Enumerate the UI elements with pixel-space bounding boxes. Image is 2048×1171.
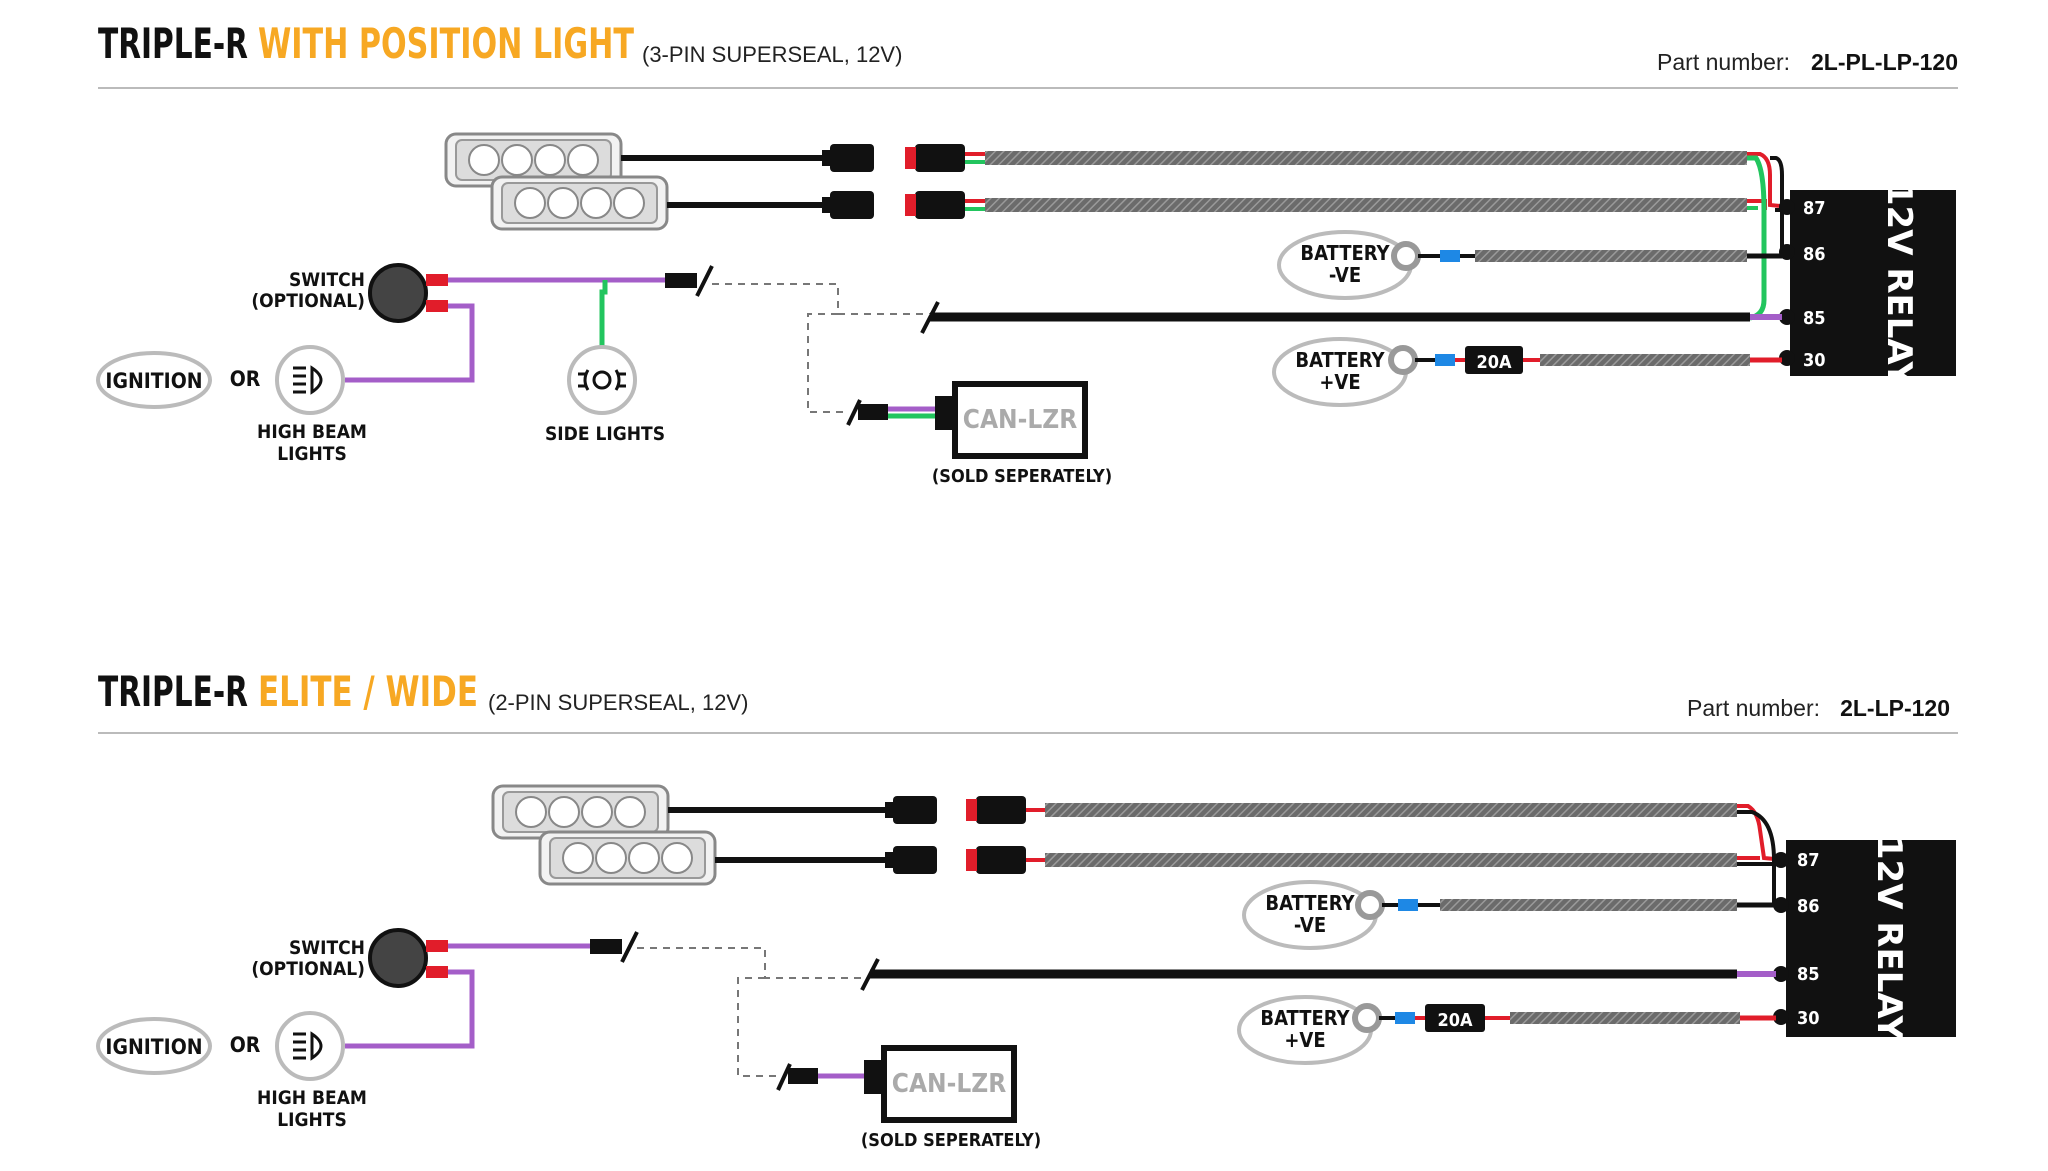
canlzr-note: (SOLD SEPERATELY) (861, 1130, 1041, 1151)
diagram-2-title-highlight: ELITE / WIDE (258, 667, 478, 716)
diagram-1-title-prefix: TRIPLE-R (98, 19, 248, 68)
led-light-bar-icon (491, 784, 670, 840)
superseal-connector-icon (966, 846, 1026, 874)
fuse-label: 20A (1476, 352, 1512, 373)
high-beam-label-line2: LIGHTS (277, 443, 347, 465)
diagram-1-part-number: 2L-PL-LP-120 (1811, 49, 1958, 75)
relay-icon (1790, 190, 1956, 376)
relay-pin-86: 86 (1803, 244, 1826, 265)
switch-label-line2: (OPTIONAL) (251, 290, 365, 312)
high-beam-icon (275, 345, 345, 415)
diagram-2-part-number: 2L-LP-120 (1840, 695, 1950, 721)
superseal-connector-icon (822, 144, 874, 172)
canlzr-module (881, 1045, 1017, 1123)
or-label: OR (230, 367, 261, 391)
superseal-connector-icon (885, 846, 937, 874)
high-beam-label-line1: HIGH BEAM (257, 1087, 367, 1109)
canlzr-label: CAN-LZR (963, 405, 1077, 435)
ignition-label: IGNITION (105, 1035, 202, 1059)
battery-pos-label-line2: +VE (1319, 370, 1360, 394)
battery-neg-label-line2: -VE (1294, 913, 1326, 937)
superseal-connector-icon (966, 796, 1026, 824)
canlzr-module (952, 381, 1088, 459)
canlzr-label: CAN-LZR (892, 1069, 1006, 1099)
ring-terminal-icon (1391, 241, 1421, 271)
switch-button-icon (368, 928, 428, 988)
switch-label-line2: (OPTIONAL) (251, 958, 365, 980)
led-light-bar-icon (490, 175, 669, 231)
switch-label-line1: SWITCH (289, 937, 365, 959)
battery-neg-label-line1: BATTERY (1265, 891, 1355, 915)
relay-pin-30: 30 (1803, 350, 1826, 371)
high-beam-label-line1: HIGH BEAM (257, 421, 367, 443)
ring-terminal-icon (1355, 890, 1385, 920)
diagram-1-part-label: Part number: (1657, 49, 1790, 75)
diagram-2: TRIPLE-R ELITE / WIDE (2-PIN SUPERSEAL, … (96, 667, 1958, 1151)
relay-pin-86: 86 (1797, 896, 1820, 917)
fuse-icon (1425, 1004, 1485, 1032)
led-light-bar-icon (538, 830, 717, 886)
relay-icon (1786, 840, 1956, 1037)
or-label: OR (230, 1033, 261, 1057)
side-lights-icon (567, 345, 637, 415)
superseal-connector-icon (905, 191, 965, 219)
side-lights-label: SIDE LIGHTS (545, 423, 665, 445)
superseal-connector-icon (905, 144, 965, 172)
switch-button-icon (368, 263, 428, 323)
diagram-1-title-note: (3-PIN SUPERSEAL, 12V) (642, 42, 902, 67)
battery-pos-label-line1: BATTERY (1295, 348, 1385, 372)
diagram-2-title-note: (2-PIN SUPERSEAL, 12V) (488, 690, 748, 715)
diagram-2-part-label: Part number: (1687, 695, 1820, 721)
relay-label: 12V RELAY (1869, 836, 1909, 1041)
relay-label: 12V RELAY (1879, 182, 1919, 387)
relay-pin-85: 85 (1797, 964, 1820, 985)
fuse-label: 20A (1437, 1010, 1473, 1031)
ignition-label: IGNITION (105, 369, 202, 393)
relay-pin-87: 87 (1803, 198, 1826, 219)
ring-terminal-icon (1352, 1003, 1382, 1033)
diagram-1-title-highlight: WITH POSITION LIGHT (258, 19, 634, 68)
superseal-connector-icon (885, 796, 937, 824)
switch-label-line1: SWITCH (289, 269, 365, 291)
high-beam-icon (275, 1011, 345, 1081)
relay-pin-30: 30 (1797, 1008, 1820, 1029)
fuse-icon (1465, 346, 1523, 374)
diagram-1: TRIPLE-R WITH POSITION LIGHT (3-PIN SUPE… (96, 19, 1958, 487)
ring-terminal-icon (1388, 345, 1418, 375)
relay-pin-87: 87 (1797, 850, 1820, 871)
high-beam-label-line2: LIGHTS (277, 1109, 347, 1131)
battery-neg-label-line1: BATTERY (1300, 241, 1390, 265)
relay-pin-85: 85 (1803, 308, 1826, 329)
canlzr-note: (SOLD SEPERATELY) (932, 466, 1112, 487)
battery-pos-label-line2: +VE (1284, 1028, 1325, 1052)
diagram-2-title-prefix: TRIPLE-R (98, 667, 248, 716)
battery-pos-label-line1: BATTERY (1260, 1006, 1350, 1030)
superseal-connector-icon (822, 191, 874, 219)
battery-neg-label-line2: -VE (1329, 263, 1361, 287)
